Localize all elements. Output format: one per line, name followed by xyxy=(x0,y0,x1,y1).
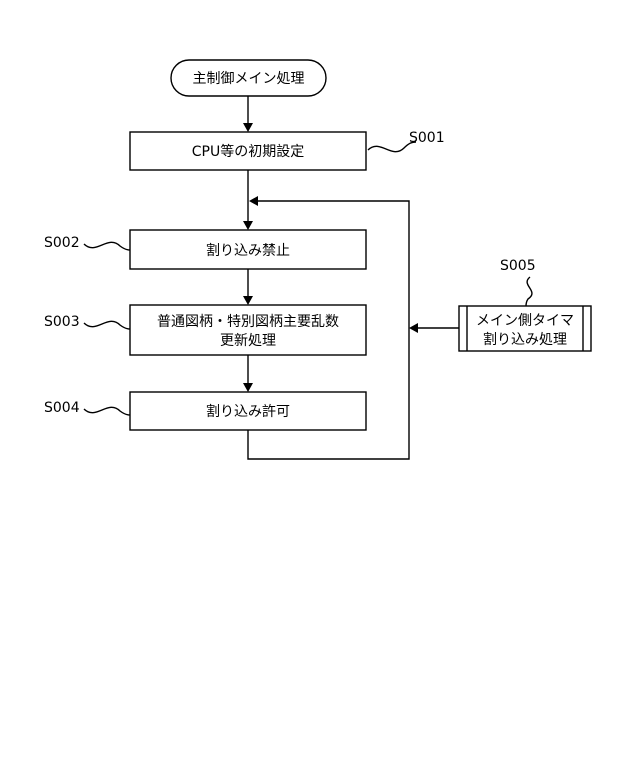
step-s003: 普通図柄・特別図柄主要乱数 更新処理 xyxy=(130,305,366,355)
step-s001-text: CPU等の初期設定 xyxy=(192,143,304,160)
label-s003-text: S003 xyxy=(44,314,80,330)
start-label: 主制御メイン処理 xyxy=(193,71,305,87)
step-s003-text-line2: 更新処理 xyxy=(220,333,276,349)
label-s005-text: S005 xyxy=(500,258,536,274)
interrupt-text-line1: メイン側タイマ xyxy=(476,313,574,329)
start-terminator: 主制御メイン処理 xyxy=(171,60,326,96)
interrupt-text-line2: 割り込み処理 xyxy=(483,331,567,348)
step-s002-text: 割り込み禁止 xyxy=(206,242,290,259)
interrupt-process-s005: メイン側タイマ 割り込み処理 xyxy=(459,306,591,351)
label-s004-text: S004 xyxy=(44,400,80,416)
step-s003-text-line1: 普通図柄・特別図柄主要乱数 xyxy=(157,314,339,330)
step-s004: 割り込み許可 xyxy=(130,392,366,430)
step-s001: CPU等の初期設定 xyxy=(130,132,366,170)
step-s002: 割り込み禁止 xyxy=(130,230,366,269)
step-s004-text: 割り込み許可 xyxy=(206,403,290,420)
label-s002-text: S002 xyxy=(44,235,80,251)
label-s001-text: S001 xyxy=(409,130,445,146)
